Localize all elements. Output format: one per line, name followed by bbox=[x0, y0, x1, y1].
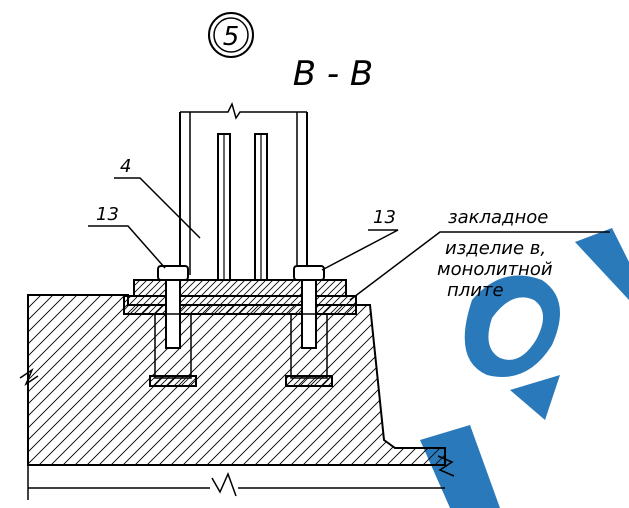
leader-13-left bbox=[88, 225, 166, 269]
callout-13-right: 13 bbox=[373, 207, 396, 228]
watermark-wedge bbox=[420, 425, 500, 508]
anchor-bolt-left bbox=[149, 265, 197, 387]
leader-13-right bbox=[321, 229, 399, 271]
watermark-bar bbox=[575, 228, 629, 300]
sheet-number: 5 bbox=[223, 22, 240, 52]
leader-lines bbox=[88, 177, 610, 301]
callout-4: 4 bbox=[120, 156, 131, 177]
watermark bbox=[420, 228, 629, 508]
callout-13-left: 13 bbox=[96, 204, 119, 225]
sheet-number-badge: 5 bbox=[208, 12, 254, 58]
embedded-label-line4: плите bbox=[447, 280, 504, 301]
embedded-label-line2: изделие в, bbox=[445, 238, 546, 259]
concrete-slab bbox=[19, 294, 455, 500]
section-title: В - В bbox=[293, 54, 374, 94]
anchor-bolt-right bbox=[285, 265, 333, 387]
steel-column bbox=[179, 101, 308, 281]
embedded-label-line1: закладное bbox=[448, 207, 548, 228]
embedded-label-line3: монолитной bbox=[437, 259, 553, 280]
watermark-ring bbox=[464, 275, 560, 377]
leader-4 bbox=[114, 177, 201, 239]
base-plate bbox=[123, 279, 357, 315]
leader-embedded bbox=[349, 231, 610, 301]
watermark-notch bbox=[510, 375, 560, 420]
